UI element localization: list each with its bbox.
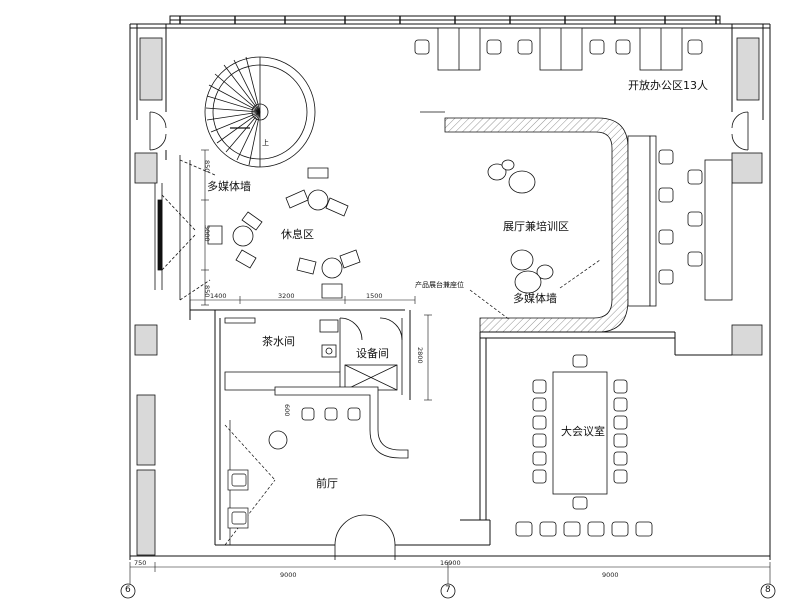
multimedia-wall-right (469, 259, 601, 321)
room-label-lobby: 前厅 (316, 477, 338, 490)
showroom-displays (487, 159, 554, 294)
room-label-showroom-training: 展厅兼培训区 (503, 220, 569, 233)
open-office-chairs (414, 39, 703, 55)
dimension-9000-right: 9000 (602, 571, 619, 579)
conference-bench-row (515, 521, 653, 537)
structural-columns (134, 37, 763, 556)
lounge-furniture (207, 167, 361, 299)
right-bench-seating (627, 135, 733, 307)
dimension-3200: 3200 (278, 292, 295, 300)
room-label-lounge: 休息区 (281, 228, 314, 241)
grid-axis-bubbles (120, 583, 776, 599)
reception-counter (268, 386, 409, 459)
room-label-multimedia-wall-right: 多媒体墙 (513, 292, 557, 305)
room-label-conference-room: 大会议室 (561, 425, 605, 438)
dimension-3000: 3000 (203, 225, 211, 242)
dimension-1400: 1400 (210, 292, 227, 300)
room-label-open-office: 开放办公区13人 (628, 79, 708, 92)
room-label-tea-room: 茶水间 (262, 335, 295, 348)
dimension-1500: 1500 (366, 292, 383, 300)
label-product-cabinet: 产品展台兼座位 (415, 281, 464, 289)
room-label-multimedia-wall-left: 多媒体墙 (207, 180, 251, 193)
spiral-staircase (204, 56, 316, 168)
open-office-desks (437, 27, 683, 71)
dimension-9000-left: 9000 (280, 571, 297, 579)
top-window-marks (179, 16, 717, 24)
tea-room (224, 317, 363, 391)
axis-label-8: 8 (765, 585, 771, 595)
dimension-lines (129, 149, 771, 585)
dimension-850-bottom: 850 (203, 285, 211, 298)
dimension-2800: 2800 (416, 347, 424, 364)
multimedia-wall-left (154, 155, 216, 301)
dimension-600: 600 (283, 404, 291, 417)
dimension-850-top: 850 (203, 160, 211, 173)
side-doors (149, 111, 749, 151)
dimension-16900: 16900 (440, 559, 461, 567)
interior-walls (189, 300, 732, 545)
lobby-fixtures (224, 420, 276, 546)
conference-chairs (532, 354, 628, 510)
conference-table (552, 371, 608, 495)
dimension-750: 750 (134, 559, 147, 567)
showroom-curved-wall (420, 111, 629, 333)
axis-label-7: 7 (445, 585, 451, 595)
stair-up-label: 上 (262, 139, 269, 147)
entry-door (334, 514, 396, 560)
axis-label-6: 6 (125, 585, 131, 595)
room-label-equipment-room: 设备间 (356, 347, 389, 360)
